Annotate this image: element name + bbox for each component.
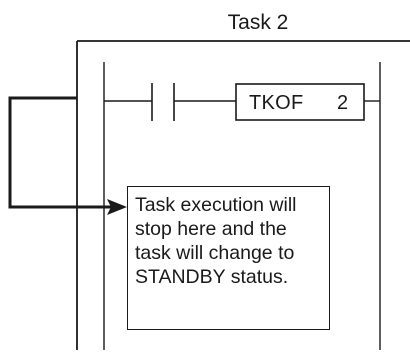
- instruction-name: TKOF: [249, 92, 304, 114]
- task-title: Task 2: [228, 11, 289, 34]
- instruction-operand: 2: [337, 92, 348, 114]
- annotation-note: Task execution will stop here and the ta…: [127, 186, 330, 330]
- callout-arrow-head: [107, 199, 127, 215]
- annotation-line: STANDBY status.: [135, 266, 289, 288]
- contact-symbol: [151, 83, 175, 121]
- instruction-block: [235, 83, 365, 121]
- annotation-line: Task execution will: [135, 194, 297, 216]
- annotation-line: task will change to: [135, 242, 295, 264]
- callout-connector: [8, 96, 118, 209]
- annotation-line: stop here and the: [135, 218, 287, 240]
